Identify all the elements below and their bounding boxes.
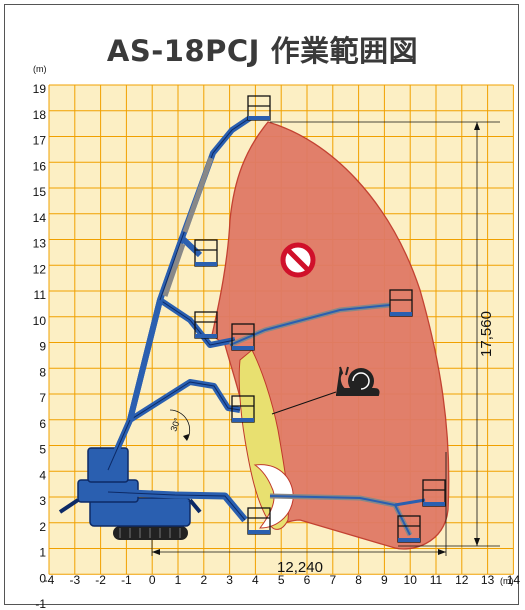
y-tick-label: 7 — [39, 391, 46, 405]
y-tick-label: 9 — [39, 340, 46, 354]
y-tick-label: 18 — [33, 108, 47, 122]
y-tick-label: 13 — [33, 237, 47, 251]
y-tick-label: 15 — [33, 185, 47, 199]
y-tick-label: 5 — [39, 443, 46, 457]
y-tick-label: 19 — [33, 82, 47, 96]
y-tick-label: 10 — [33, 314, 47, 328]
y-tick-label: 11 — [34, 288, 47, 302]
snail-icon — [336, 366, 380, 396]
y-tick-label: 12 — [33, 262, 47, 276]
angle-label: 30° — [168, 416, 182, 433]
x-tick-label: 6 — [304, 573, 311, 587]
y-tick-label: 1 — [39, 546, 46, 560]
x-tick-label: 9 — [381, 573, 388, 587]
y-tick-label: 17 — [33, 134, 47, 148]
y-tick-label: 4 — [39, 468, 46, 482]
x-tick-label: -1 — [121, 573, 132, 587]
height-dimension — [270, 121, 500, 547]
y-tick-label: 2 — [39, 520, 46, 534]
x-tick-label: 11 — [430, 573, 443, 587]
x-tick-label: 2 — [200, 573, 207, 587]
y-tick-label: 6 — [39, 417, 46, 431]
reach-label: 12,240 — [277, 559, 323, 576]
x-tick-label: -4 — [44, 573, 55, 587]
x-tick-label: 13 — [481, 573, 495, 587]
no-entry-icon — [280, 242, 316, 278]
y-tick-label: 3 — [39, 494, 46, 508]
x-tick-label: 12 — [455, 573, 469, 587]
x-tick-label: -3 — [69, 573, 80, 587]
y-tick-label: 16 — [33, 159, 47, 173]
y-tick-label: 14 — [33, 211, 47, 225]
x-tick-label: 1 — [175, 573, 182, 587]
clearance-cutout — [253, 464, 294, 529]
x-tick-label: 0 — [149, 573, 156, 587]
height-label: 17,560 — [478, 311, 495, 357]
x-tick-label: 4 — [252, 573, 259, 587]
lift-machine — [58, 95, 446, 543]
x-tick-label: 3 — [226, 573, 233, 587]
snail-leader-line — [271, 391, 337, 415]
x-axis-unit: (m) — [500, 576, 514, 586]
y-tick-label: 0 — [39, 571, 46, 585]
y-tick-label: -1 — [35, 597, 46, 610]
x-tick-label: 14 — [507, 573, 521, 587]
y-axis-unit: (m) — [33, 64, 47, 74]
x-tick-label: 8 — [355, 573, 362, 587]
page-title: AS-18PCJ 作業範囲図 — [106, 34, 419, 68]
x-tick-label: 7 — [329, 573, 336, 587]
y-tick-label: 8 — [39, 365, 46, 379]
x-tick-label: -2 — [95, 573, 106, 587]
x-tick-label: 10 — [404, 573, 418, 587]
x-tick-label: 5 — [278, 573, 285, 587]
